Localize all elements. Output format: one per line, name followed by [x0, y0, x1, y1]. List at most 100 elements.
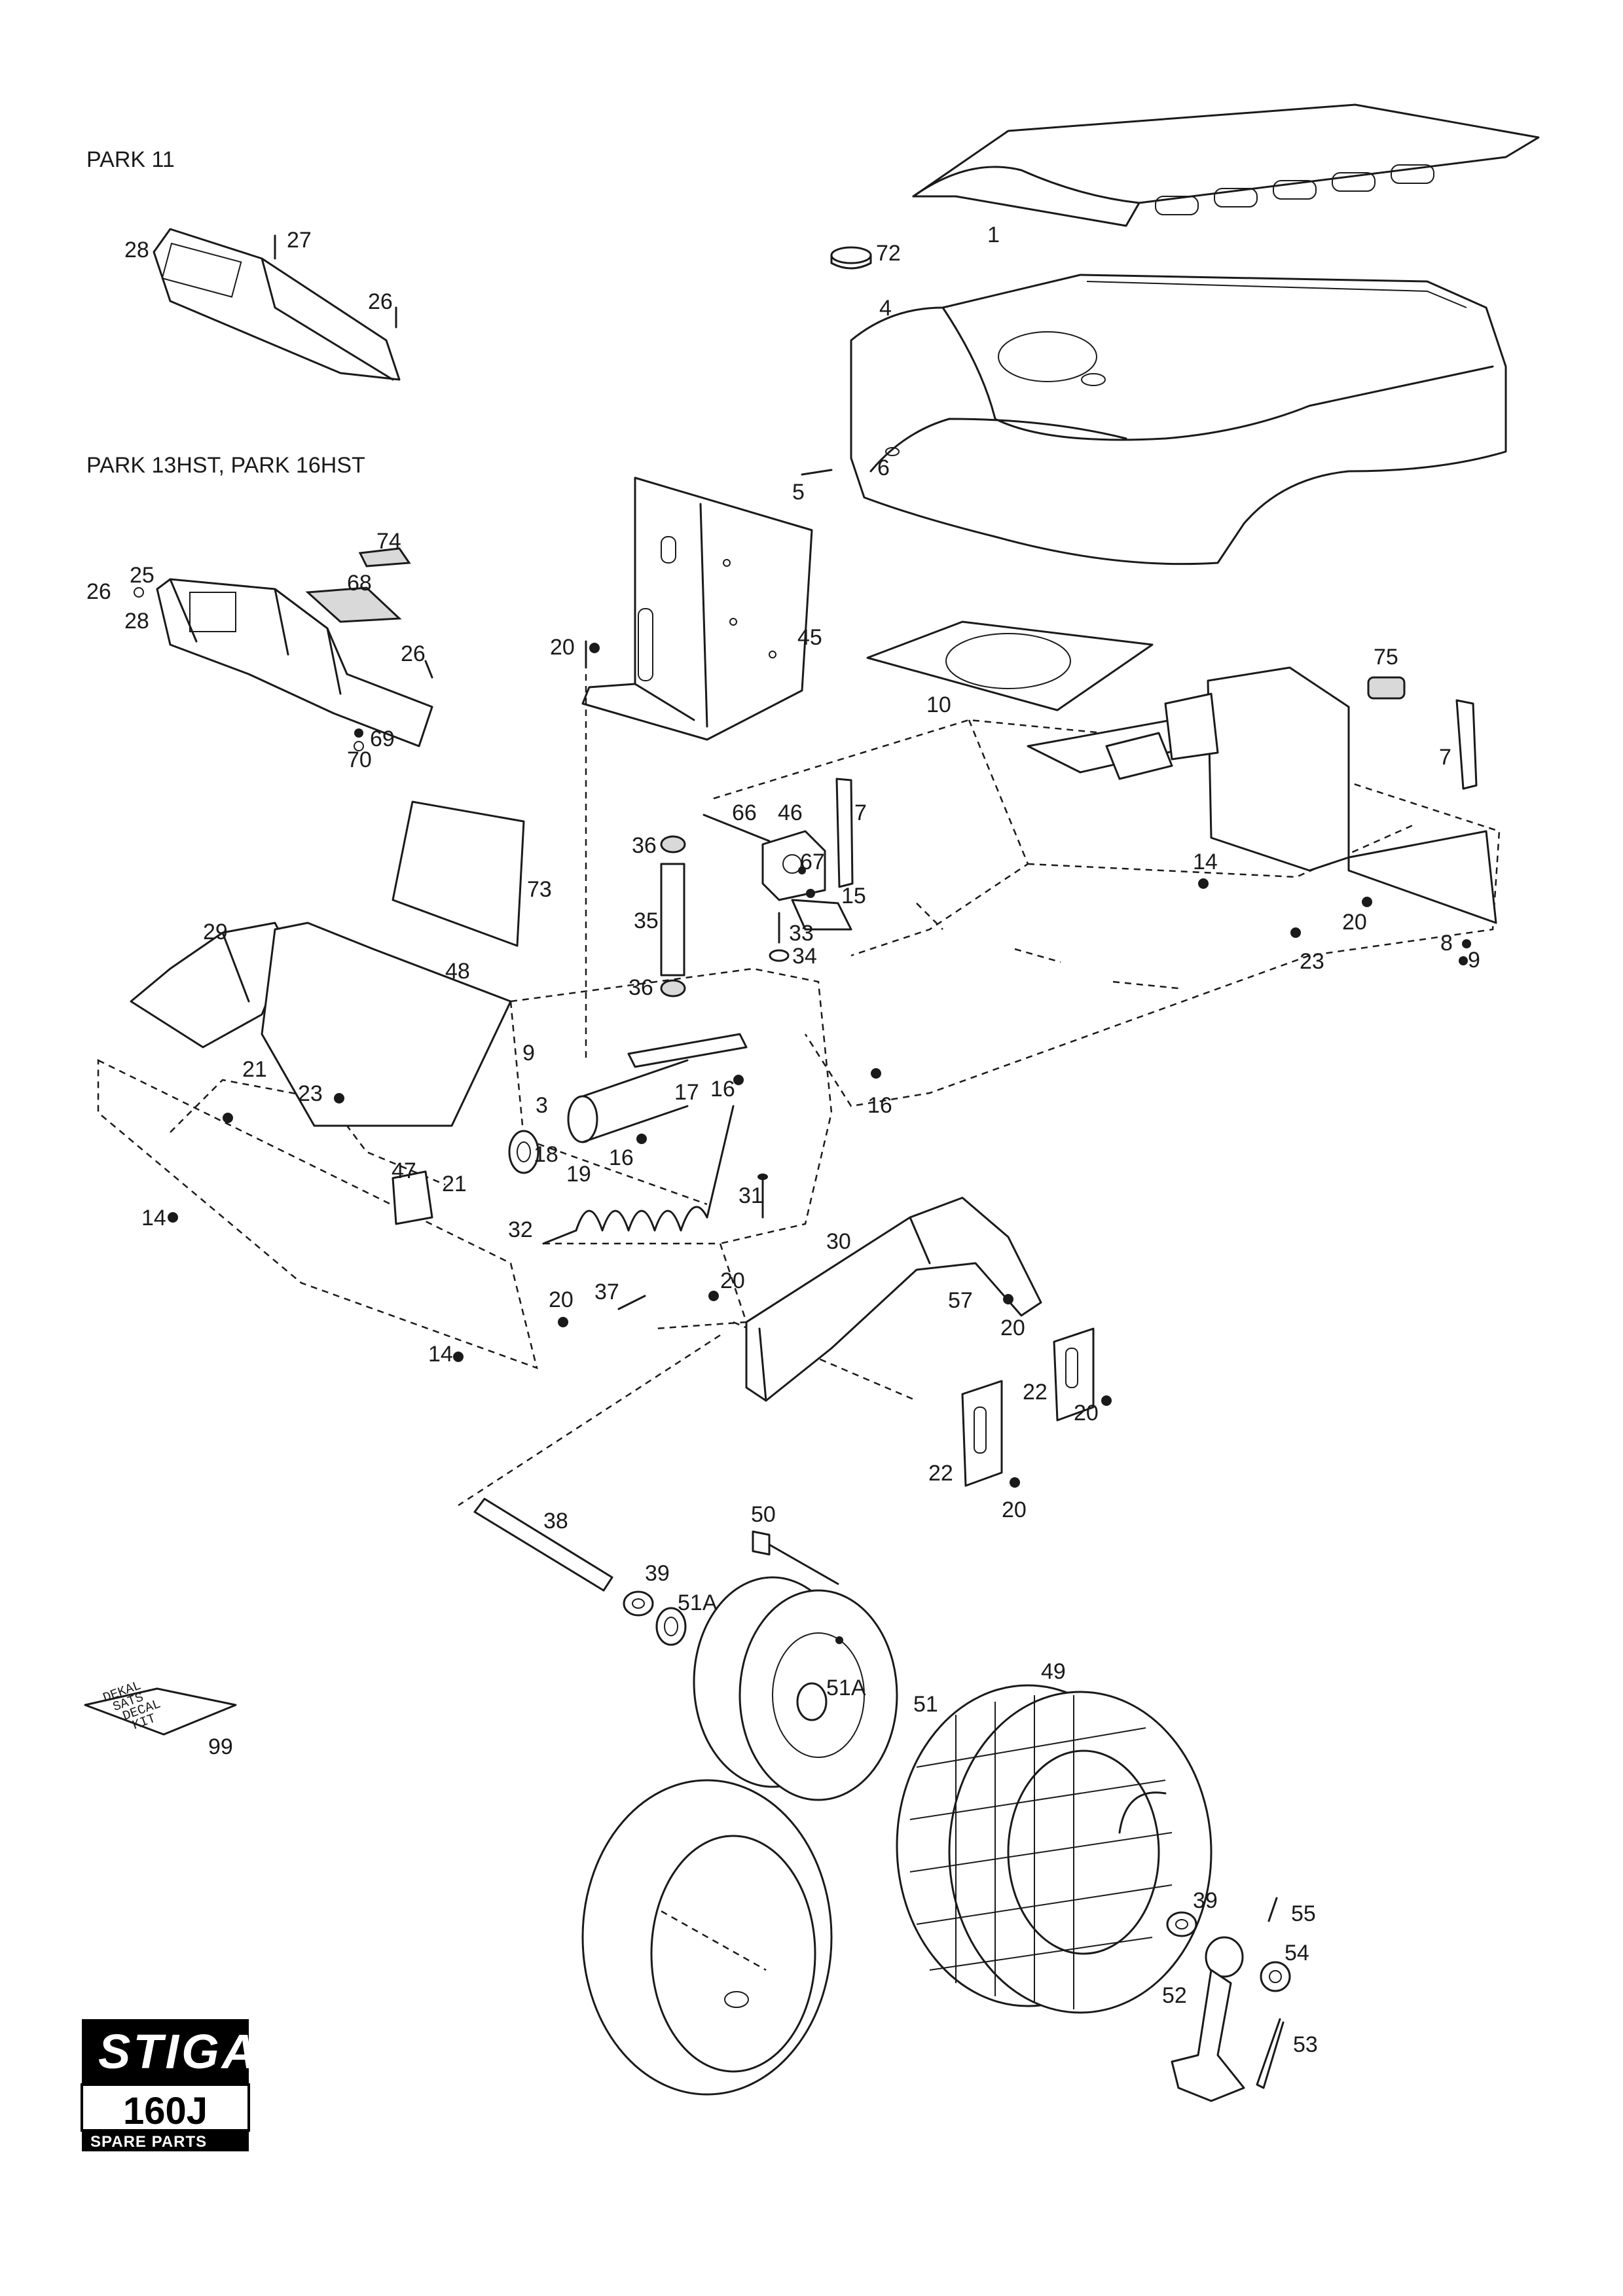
callout-23-a: 23: [1300, 949, 1324, 974]
callout-32: 32: [508, 1217, 533, 1242]
callout-39-a: 39: [645, 1561, 670, 1586]
callout-70: 70: [347, 747, 372, 772]
callout-5: 5: [792, 480, 805, 505]
section-heading-park11: PARK 11: [86, 147, 175, 172]
callout-28-b: 28: [124, 609, 149, 634]
callout-73: 73: [527, 877, 552, 902]
callout-46: 46: [778, 800, 803, 825]
part-54-washer: [1260, 1961, 1291, 1992]
callout-68: 68: [347, 571, 372, 596]
frame-rear-plates: [1027, 666, 1497, 924]
callout-17: 17: [674, 1080, 699, 1105]
part-10-plate: [866, 620, 1154, 711]
part-72-cap: [830, 246, 872, 270]
callout-14-b: 14: [141, 1206, 166, 1230]
part-99-decal-kit: DEKAL SATS DECAL KIT: [84, 1678, 237, 1736]
callout-8: 8: [1440, 931, 1453, 956]
part-47-bracket: [392, 1170, 433, 1225]
callout-23-b: 23: [298, 1081, 323, 1106]
inner-tube: [581, 1779, 833, 2096]
callout-34: 34: [792, 944, 817, 969]
callout-52: 52: [1162, 1983, 1187, 2008]
part-18-pulley: [508, 1130, 539, 1174]
part-49-tire: [896, 1684, 1213, 2014]
part-5-6-screw: [801, 447, 900, 476]
small-bolts: [168, 643, 1471, 1488]
callout-45: 45: [797, 625, 822, 650]
callout-38: 38: [543, 1509, 568, 1534]
part-75-handle: [1367, 676, 1406, 700]
callout-26-c: 26: [401, 641, 426, 666]
callout-10: 10: [926, 692, 951, 717]
part-73-plate: [392, 800, 525, 947]
callout-53: 53: [1293, 2032, 1318, 2057]
callout-16-a: 16: [710, 1077, 735, 1102]
callout-7-a: 7: [1439, 745, 1451, 770]
callout-6: 6: [877, 456, 890, 480]
part-7-lever-mid: [835, 778, 854, 888]
callout-1: 1: [987, 223, 1000, 247]
callout-14-c: 14: [428, 1342, 453, 1367]
part-4-hood-body: [850, 274, 1507, 565]
logo-model: 160J: [123, 2090, 208, 2132]
logo-subtitle: SPARE PARTS: [90, 2133, 207, 2151]
part-50-valve: [752, 1530, 839, 1585]
callout-20-d: 20: [720, 1268, 745, 1293]
part-30-fender: [745, 1196, 1042, 1402]
callout-39-b: 39: [1193, 1888, 1218, 1913]
callout-16-c: 16: [609, 1145, 634, 1170]
callout-26-a: 26: [368, 289, 393, 314]
callout-75: 75: [1374, 645, 1398, 670]
part-39-washer-right: [1166, 1911, 1197, 1937]
part-28-chute-park11: [153, 228, 401, 381]
callout-72: 72: [876, 241, 901, 266]
callout-47: 47: [392, 1158, 416, 1183]
callout-9-a: 9: [522, 1041, 535, 1066]
callout-20-f: 20: [1074, 1401, 1099, 1426]
callout-19: 19: [566, 1162, 591, 1187]
callout-57: 57: [948, 1288, 973, 1313]
callout-20-g: 20: [1002, 1498, 1027, 1522]
callout-33: 33: [789, 921, 814, 946]
callout-49: 49: [1041, 1659, 1066, 1684]
callout-9-b: 9: [1468, 948, 1480, 973]
callout-4: 4: [879, 296, 892, 321]
callout-15: 15: [841, 884, 866, 908]
part-35-shaft: [660, 835, 686, 997]
callout-51: 51: [913, 1692, 938, 1717]
callout-37: 37: [594, 1280, 619, 1304]
part-38-axle: [473, 1498, 613, 1592]
callout-50: 50: [751, 1502, 776, 1527]
part-45-bracket: [581, 476, 813, 1060]
callout-55: 55: [1291, 1901, 1316, 1926]
callout-3: 3: [536, 1093, 548, 1118]
part-33-bolt: [769, 912, 790, 962]
callout-20-a: 20: [550, 635, 575, 660]
callout-20-e: 20: [1000, 1316, 1025, 1340]
part-55-bolt: [1267, 1897, 1278, 1922]
frame-outline: [97, 719, 1501, 1507]
part-39-washer-left: [623, 1590, 654, 1617]
callout-67: 67: [800, 850, 825, 874]
callout-27: 27: [287, 228, 312, 253]
part-32-spring: [542, 1105, 735, 1245]
stiga-logo: STIGA 160J SPARE PARTS: [81, 2019, 259, 2151]
part-17-bar: [627, 1033, 748, 1068]
callout-74: 74: [376, 529, 401, 554]
callout-22-b: 22: [928, 1461, 953, 1486]
callout-48: 48: [445, 959, 470, 984]
callout-51a-a: 51A: [678, 1590, 718, 1615]
callout-21-b: 21: [442, 1172, 467, 1196]
callout-18: 18: [534, 1142, 558, 1167]
callout-54: 54: [1285, 1941, 1309, 1965]
part-51-rim: [693, 1576, 898, 1801]
callout-22-a: 22: [1023, 1380, 1048, 1405]
callout-36-b: 36: [629, 975, 653, 1000]
logo-brand: STIGA: [98, 2024, 259, 2079]
callout-14-a: 14: [1193, 850, 1218, 874]
part-7-lever-right: [1455, 699, 1478, 790]
callout-labels: 1 72 4 6 5 28 27 26 74 68 26 25 28 26 69…: [86, 223, 1480, 2057]
callout-29: 29: [203, 920, 228, 944]
callout-28-a: 28: [124, 238, 149, 262]
